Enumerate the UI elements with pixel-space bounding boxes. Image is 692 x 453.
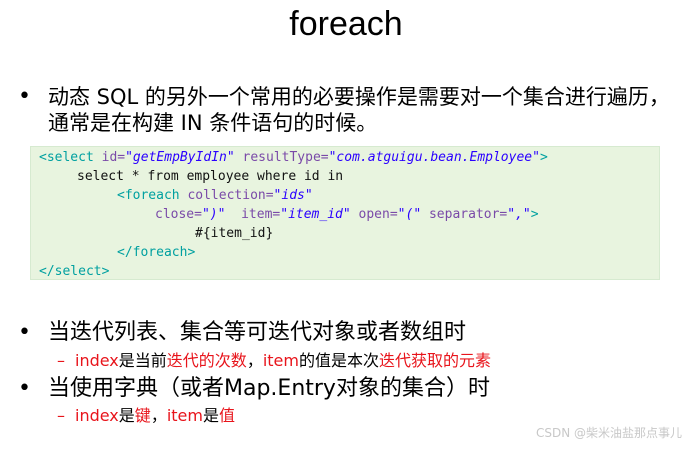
bullet-text: 当迭代列表、集合等可迭代对象或者数组时 [48,320,467,345]
code-line-6: </foreach> [117,245,196,260]
code-token: close= [155,207,202,222]
code-token: item= [225,207,281,222]
sub-text: ， [246,351,263,370]
sub-text: 值 [219,406,236,425]
code-token: ")" [201,207,226,222]
code-token: open= [350,207,398,222]
sub-text: 是当前 [118,351,167,370]
slide-title: foreach [289,5,403,43]
sub-text: 键 [134,406,151,425]
code-token: resultType= [234,150,329,165]
sub-text: index [75,351,119,370]
code-token: <select [39,150,102,165]
code-token: "ids" [273,188,313,203]
sub-text: item [166,406,203,425]
code-token: "getEmpByIdIn" [125,150,235,165]
code-token: "," [507,207,531,222]
dash-marker: – [57,351,65,370]
code-token: separator= [421,207,508,222]
code-line-1: <select id="getEmpByIdIn" resultType="co… [39,148,548,167]
sub-text: ， [150,406,167,425]
watermark: CSDN @柴米油盐那点事儿 [535,426,682,440]
sub-text: 迭代的次数 [166,351,247,370]
sub-bullet-list: –index是当前迭代的次数，item的值是本次迭代获取的元素 [57,350,491,372]
code-token: "(" [397,207,422,222]
bullet-dot: • [18,84,31,109]
code-line-5: #{item_id} [195,226,274,241]
code-line-4: close=")" item="item_id" open="(" separa… [155,205,539,224]
sub-text: 是 [202,406,219,425]
code-line-3: <foreach collection="ids" [117,186,313,205]
code-token: "item_id" [280,207,351,222]
code-token: collection= [187,188,274,203]
sub-text: index [75,406,119,425]
code-token: > [530,207,539,222]
bullet-text: 当使用字典（或者Map.Entry对象的集合）时 [48,376,490,401]
sub-text: 的值是本次 [298,351,379,370]
sub-text: 迭代获取的元素 [379,351,492,370]
code-block: <select id="getEmpByIdIn" resultType="co… [30,146,660,280]
bullet-dot: • [18,320,31,345]
code-line-7: </select> [39,264,110,279]
code-token: > [539,150,548,165]
code-token: <foreach [117,188,188,203]
code-token: "com.atguigu.bean.Employee" [328,150,540,165]
sub-bullet-map: –index是键，item是值 [57,405,235,427]
bullet-dot: • [18,376,31,401]
intro-text: 动态 SQL 的另外一个常用的必要操作是需要对一个集合进行遍历，通常是在构建 I… [48,85,670,135]
dash-marker: – [57,406,65,425]
sub-text: item [262,351,299,370]
sub-text: 是 [118,406,135,425]
code-line-2: select * from employee where id in [77,169,344,184]
code-token: id= [101,150,126,165]
